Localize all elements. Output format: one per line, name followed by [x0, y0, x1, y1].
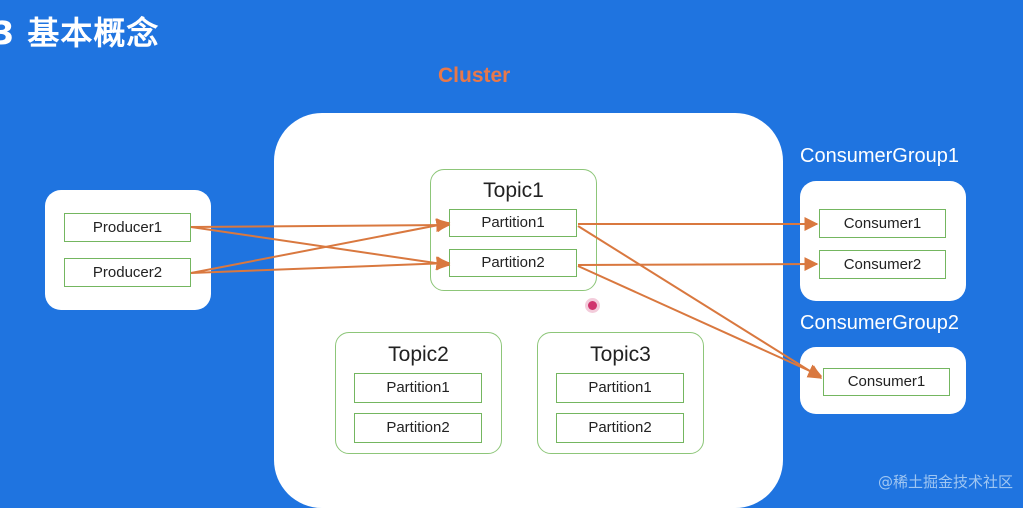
- consumer-box: Consumer1: [823, 368, 950, 396]
- partition-box: Partition1: [354, 373, 482, 403]
- cluster-label: Cluster: [438, 64, 511, 87]
- page-title: 3 基本概念: [0, 14, 160, 52]
- consumer-box: Consumer2: [819, 250, 946, 279]
- partition-box: Partition2: [556, 413, 684, 443]
- producer-box: Producer2: [64, 258, 191, 287]
- topic-box: Topic3 Partition1 Partition2: [537, 332, 704, 454]
- consumer-box: Consumer1: [819, 209, 946, 238]
- producer-box: Producer1: [64, 213, 191, 242]
- topic-box: Topic1 Partition1 Partition2: [430, 169, 597, 291]
- partition-box: Partition2: [354, 413, 482, 443]
- topic-title: Topic1: [483, 179, 544, 202]
- consumer-group-label: ConsumerGroup1: [800, 145, 959, 167]
- topic-title: Topic3: [590, 343, 651, 366]
- consumer-group-panel: Consumer1: [800, 347, 966, 414]
- consumer-group-panel: Consumer1 Consumer2: [800, 181, 966, 301]
- producers-panel: Producer1 Producer2: [45, 190, 211, 310]
- pointer-dot: [588, 301, 597, 310]
- topic-box: Topic2 Partition1 Partition2: [335, 332, 502, 454]
- partition-box: Partition2: [449, 249, 577, 277]
- partition-box: Partition1: [449, 209, 577, 237]
- cluster-panel: Topic1 Partition1 Partition2 Topic2 Part…: [274, 113, 783, 508]
- watermark: @稀土掘金技术社区: [877, 473, 1013, 491]
- partition-box: Partition1: [556, 373, 684, 403]
- topic-title: Topic2: [388, 343, 449, 366]
- consumer-group-label: ConsumerGroup2: [800, 312, 959, 334]
